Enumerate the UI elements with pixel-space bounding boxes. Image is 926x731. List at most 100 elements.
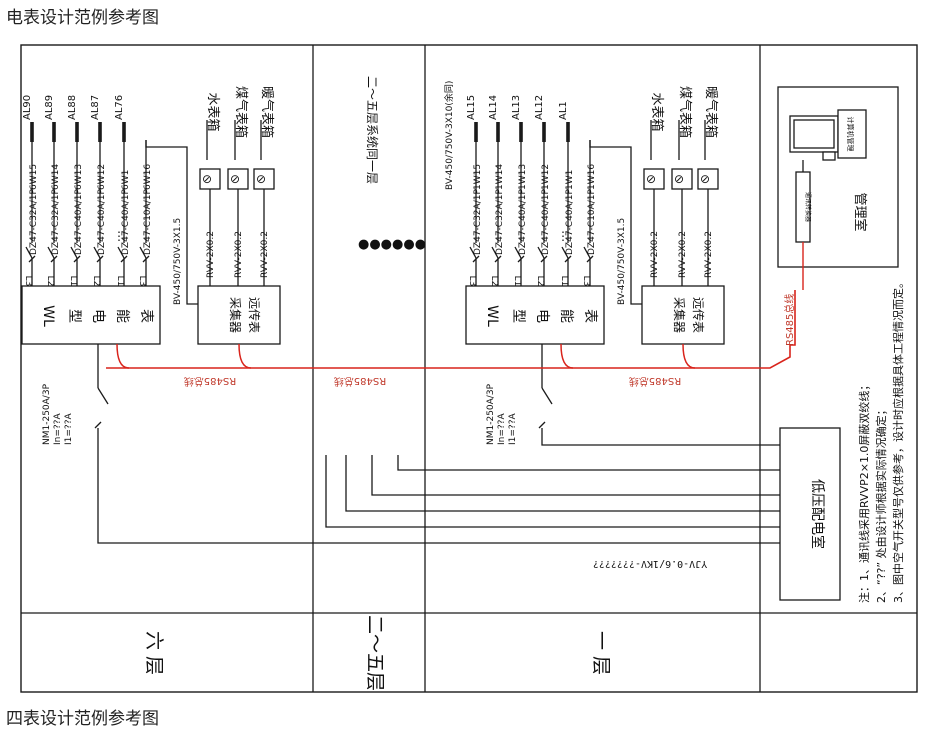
sixth-floor-breaker-cross: [142, 255, 150, 263]
sixth-floor-bv-cable-label: BV-450/750V-3X1.5: [173, 218, 183, 305]
feeder-middle-0: [325, 455, 780, 528]
first-floor-feed-arrow-icon: [542, 122, 546, 142]
first-floor-al-label: AL1: [558, 101, 569, 120]
first-floor-breaker-cross: [517, 255, 525, 263]
first-floor-breaker-model: DZ47-C40A/1P: [565, 189, 575, 255]
sixth-floor-breaker-model: DZ47-C40A/1P: [97, 189, 107, 255]
feeder-sixth-floor: [97, 428, 780, 544]
sixth-floor-collector-box: [197, 285, 281, 345]
note-2: 2、“??” 处由设计师根据实际情况确定；: [874, 404, 888, 603]
sixth-floor-breaker-model: DZ47-C32A/1P: [51, 189, 61, 255]
same-as-first-note: 二～五层系统同一层: [365, 76, 379, 184]
first-floor-main-breaker-model: NM1-250A/3P: [486, 383, 496, 445]
sixth-floor-al-label: AL76: [114, 95, 125, 120]
sixth-floor-water-meter-box-label: 水表箱: [205, 92, 221, 131]
sixth-floor-meter-box: [21, 285, 161, 345]
sixth-floor-breaker-blade: [47, 246, 55, 259]
first-floor-breaker-model: DZ47-C40A/1P: [541, 189, 551, 255]
sixth-floor-meter-char: 能: [114, 309, 130, 323]
first-floor-water-meter-box-label: 水表箱: [649, 92, 665, 131]
sixth-floor-feed-arrow-icon: [98, 122, 102, 142]
first-floor-meter-box: [465, 285, 605, 345]
sixth-floor-breaker-model: DZ47-C40A/1P: [121, 189, 131, 255]
sixth-floor-rvv-label: RVV-2X0.2: [234, 231, 244, 278]
sixth-floor-omitted-circuits: ⋮: [113, 229, 125, 243]
sixth-floor-breaker-blade: [25, 246, 33, 259]
first-floor-heat-meter-symbol: [697, 168, 719, 190]
first-floor-phase-label: L3: [581, 276, 591, 287]
first-floor-water-meter-icon: ⊘: [646, 172, 656, 186]
computer-label-box: [837, 109, 867, 159]
rs485-bus: [106, 290, 796, 369]
first-floor-breaker-blade: [583, 246, 591, 259]
sixth-floor-circuit-id: 6W14: [51, 164, 61, 190]
computer-label: 计算机管理: [846, 117, 855, 152]
first-floor-al-label: AL15: [466, 95, 477, 120]
first-floor-rvv-label: RVV-2X0.2: [650, 231, 660, 278]
sixth-floor-meter-char: 表: [138, 309, 154, 323]
rs485-label-sixth: RS485总线: [184, 375, 236, 388]
first-floor-main-breaker-in: In=??A: [497, 413, 507, 445]
sixth-floor-main-breaker-model: NM1-250A/3P: [42, 383, 52, 445]
feeder-middle-3: [397, 455, 780, 471]
sixth-floor-circuit-id: 6W1: [121, 170, 131, 190]
first-floor-heat-meter-box-label: 暖气表箱: [703, 86, 719, 138]
first-floor-feed-arrow-icon: [496, 122, 500, 142]
first-floor-circuit-id: 1W1: [565, 170, 575, 190]
low-voltage-room-box: [779, 427, 841, 601]
sixth-floor-collector-label: 远传表: [247, 297, 262, 333]
rs485-label-first: RS485总线: [629, 375, 681, 388]
sixth-floor-breaker-cross: [120, 255, 128, 263]
sixth-floor-breaker-blade: [70, 246, 78, 259]
sixth-floor-al-label: AL88: [67, 95, 78, 120]
sixth-floor-phase-label: L3: [23, 276, 33, 287]
first-floor-rvv-label: RVV-2X0.2: [678, 231, 688, 278]
first-floor-breaker-blade: [514, 246, 522, 259]
first-floor-phase-label: L1: [559, 276, 569, 287]
note-3: 3、图中空气开关型号仅供参考，设计时应根据具体工程情况而定。: [891, 277, 905, 603]
first-floor-meter-char: 型: [510, 309, 526, 323]
first-floor-rvv-label: RVV-2X0.2: [704, 231, 714, 278]
feeder-middle-1: [345, 455, 780, 512]
sixth-floor-feed-arrow-icon: [122, 122, 126, 142]
first-floor-main-breaker-blade: [541, 387, 553, 405]
first-floor-breaker-blade: [537, 246, 545, 259]
first-floor-main-breaker-cross: [538, 421, 546, 429]
first-floor-feed-arrow-icon: [566, 122, 570, 142]
first-floor-al-label: AL12: [534, 95, 545, 120]
first-floor-meter-char: 电: [534, 309, 550, 323]
first-floor-main-breaker-i1: I1=??A: [508, 413, 518, 445]
first-floor-feed-arrow-icon: [474, 122, 478, 142]
sixth-floor-meter-char: 型: [66, 309, 82, 323]
first-floor-breaker-cross: [540, 255, 548, 263]
feeder-first-floor: [541, 428, 780, 446]
sixth-floor-phase-label: L1: [115, 276, 125, 287]
first-floor-cable-top: BV-450/750V-3X10(余同): [443, 81, 455, 190]
first-floor-al-label: AL14: [488, 95, 499, 120]
sixth-floor-gas-meter-icon: ⊘: [230, 172, 240, 186]
first-floor-water-meter-symbol: [643, 168, 665, 190]
sixth-floor-water-meter-symbol: [199, 168, 221, 190]
first-floor-meter-char: 表: [582, 309, 598, 323]
feeder-middle-2: [371, 455, 780, 496]
omission-dots: ●●●●●●: [358, 237, 426, 252]
first-floor-circuit-id: 1W16: [587, 164, 597, 190]
first-floor-breaker-cross: [494, 255, 502, 263]
main-cable-label: YJV-0.6/1KV-???????: [593, 558, 707, 569]
floor-label-second-to-fifth: 二～五层: [364, 615, 386, 691]
first-floor-phase-label: L3: [467, 276, 477, 287]
page-subtitle: 四表设计范例参考图: [6, 709, 159, 729]
sixth-floor-heat-meter-box-label: 暖气表箱: [259, 86, 275, 138]
floor-label-first: 一 层: [590, 631, 612, 675]
first-floor-collector-label: 采集器: [672, 297, 687, 333]
sixth-floor-circuit-id: 6W12: [97, 164, 107, 190]
rs485-label-middle: RS485总线: [334, 375, 386, 388]
converter-label: 通讯转换器: [804, 192, 812, 222]
first-floor-feed-arrow-icon: [519, 122, 523, 142]
first-floor-gas-meter-symbol: [671, 168, 693, 190]
sixth-floor-phase-label: L3: [137, 276, 147, 287]
sixth-floor-breaker-model: DZ47-C40A/1P: [74, 189, 84, 255]
note-1: 注：1、通讯线采用RVVP2×1.0屏蔽双绞线；: [857, 380, 871, 603]
first-floor-collector-label: 远传表: [691, 297, 706, 333]
sixth-floor-breaker-blade: [117, 246, 125, 259]
